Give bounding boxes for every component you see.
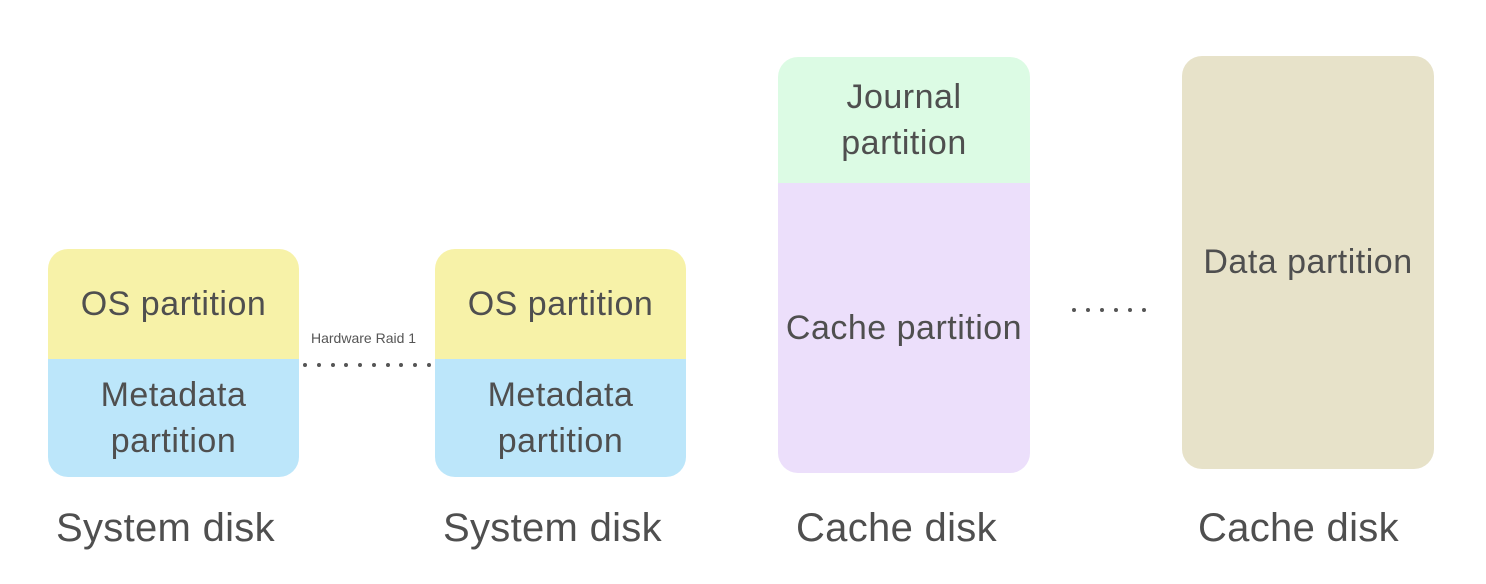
os-partition-label: OS partition (467, 285, 654, 323)
journal-partition-label: Journal partition (841, 78, 967, 162)
metadata-partition-label: Metadata partition (100, 376, 247, 460)
os-partition: OS partition (48, 249, 299, 359)
os-partition: OS partition (435, 249, 686, 359)
cache-partition-label: Cache partition (785, 309, 1023, 347)
disk-caption: Cache disk (796, 506, 997, 550)
connector-dot (399, 363, 404, 367)
os-partition-label: OS partition (80, 285, 267, 323)
ellipsis-dot (1114, 308, 1118, 312)
hardware-raid-label: Hardware Raid 1 (311, 330, 417, 346)
disk-caption: System disk (56, 506, 275, 550)
ellipsis-dot (1128, 308, 1132, 312)
connector-dot (303, 363, 307, 367)
metadata-partition: Metadata partition (435, 359, 686, 477)
more-disks-ellipsis (1072, 307, 1146, 313)
ellipsis-dot (1100, 308, 1104, 312)
cache-disk-2: Data partition (1182, 56, 1434, 469)
connector-dot (413, 363, 418, 367)
connector-dot (358, 363, 363, 367)
system-disk-2: OS partition Metadata partition (435, 249, 686, 477)
ellipsis-dot (1142, 308, 1146, 312)
raid-connector-dots (303, 362, 431, 368)
data-partition: Data partition (1182, 236, 1434, 288)
ellipsis-dot (1086, 308, 1090, 312)
data-partition-label: Data partition (1203, 243, 1413, 281)
connector-dot (344, 363, 349, 367)
metadata-partition-label: Metadata partition (487, 376, 634, 460)
connector-dot (316, 363, 321, 367)
metadata-partition: Metadata partition (48, 359, 299, 477)
connector-dot (371, 363, 376, 367)
connector-dot (426, 363, 431, 367)
ellipsis-dot (1072, 308, 1076, 312)
disk-caption: System disk (443, 506, 662, 550)
connector-dot (385, 363, 390, 367)
system-disk-1: OS partition Metadata partition (48, 249, 299, 477)
connector-dot (330, 363, 335, 367)
cache-partition: Cache partition (778, 183, 1030, 473)
journal-partition: Journal partition (778, 57, 1030, 183)
disk-caption: Cache disk (1198, 506, 1399, 550)
cache-disk-1: Journal partition Cache partition (778, 57, 1030, 473)
